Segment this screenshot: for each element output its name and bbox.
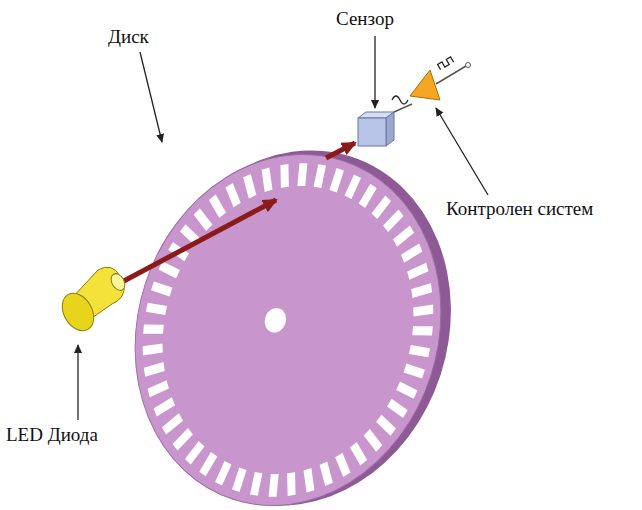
disk-slot: [243, 174, 256, 199]
disk-slot: [194, 208, 213, 231]
square-signal: [438, 57, 454, 70]
disk-slot: [287, 472, 295, 496]
disk-slot: [151, 282, 172, 297]
amplifier-triangle: [410, 70, 440, 100]
disk-slot: [146, 303, 167, 315]
disk-slot: [304, 468, 315, 492]
disk-slot: [280, 164, 288, 188]
disk-slot: [396, 382, 417, 399]
disk-slot: [232, 468, 247, 492]
disk-slot: [376, 415, 396, 436]
disk-slot: [144, 362, 165, 377]
part-label: LED Диода: [6, 424, 98, 447]
disk-slot: [383, 209, 403, 232]
disk-slot: [314, 164, 326, 188]
disk-slot: [350, 442, 367, 466]
part-label: Сензор: [336, 8, 394, 31]
disk-slot: [162, 413, 183, 434]
disk-slot: [320, 462, 333, 487]
disk-slot: [250, 472, 262, 496]
disk-slot: [215, 461, 231, 486]
disk-slot: [359, 184, 377, 208]
disk-slot: [269, 474, 279, 497]
disk-slot: [335, 453, 350, 477]
light-beam: [122, 200, 276, 282]
disk-slot: [225, 183, 240, 207]
signal-wire: [394, 104, 412, 112]
disk-slot: [404, 364, 425, 379]
leader-arrow: [374, 36, 375, 108]
disk-slot: [344, 175, 360, 200]
disk-slot: [159, 261, 180, 278]
disk-slot: [185, 441, 204, 465]
disk-slot: [329, 168, 344, 192]
disk-slot: [413, 305, 433, 317]
disk-slot: [154, 397, 175, 416]
part-label: Диск: [108, 26, 149, 49]
disk-slot: [172, 428, 192, 451]
leader-arrow: [77, 345, 78, 420]
leader-arrow: [140, 52, 162, 142]
disk-slot: [209, 194, 226, 218]
disk-slot: [262, 168, 273, 192]
led-diode: [56, 267, 128, 336]
disk-slot: [412, 326, 433, 335]
disk-slot: [148, 380, 169, 397]
part-label: Контролен систем: [446, 198, 593, 221]
disk-slot: [199, 452, 217, 476]
disk-slot: [364, 429, 383, 452]
disk-slot: [143, 325, 164, 334]
disk-slot: [297, 163, 307, 186]
sensor-block: [358, 112, 394, 146]
disk-slot: [387, 399, 408, 418]
disk-slot: [409, 345, 430, 357]
disk-slot: [372, 195, 391, 219]
disk-slot: [143, 343, 163, 355]
disk-slot: [407, 263, 428, 280]
sine-signal: [392, 96, 408, 104]
light-beam: [326, 143, 355, 158]
disk-face: [90, 114, 485, 510]
leader-arrow: [436, 108, 488, 195]
disk-slot: [401, 243, 422, 262]
disk-slot: [411, 283, 432, 298]
disk-slot: [393, 226, 414, 247]
